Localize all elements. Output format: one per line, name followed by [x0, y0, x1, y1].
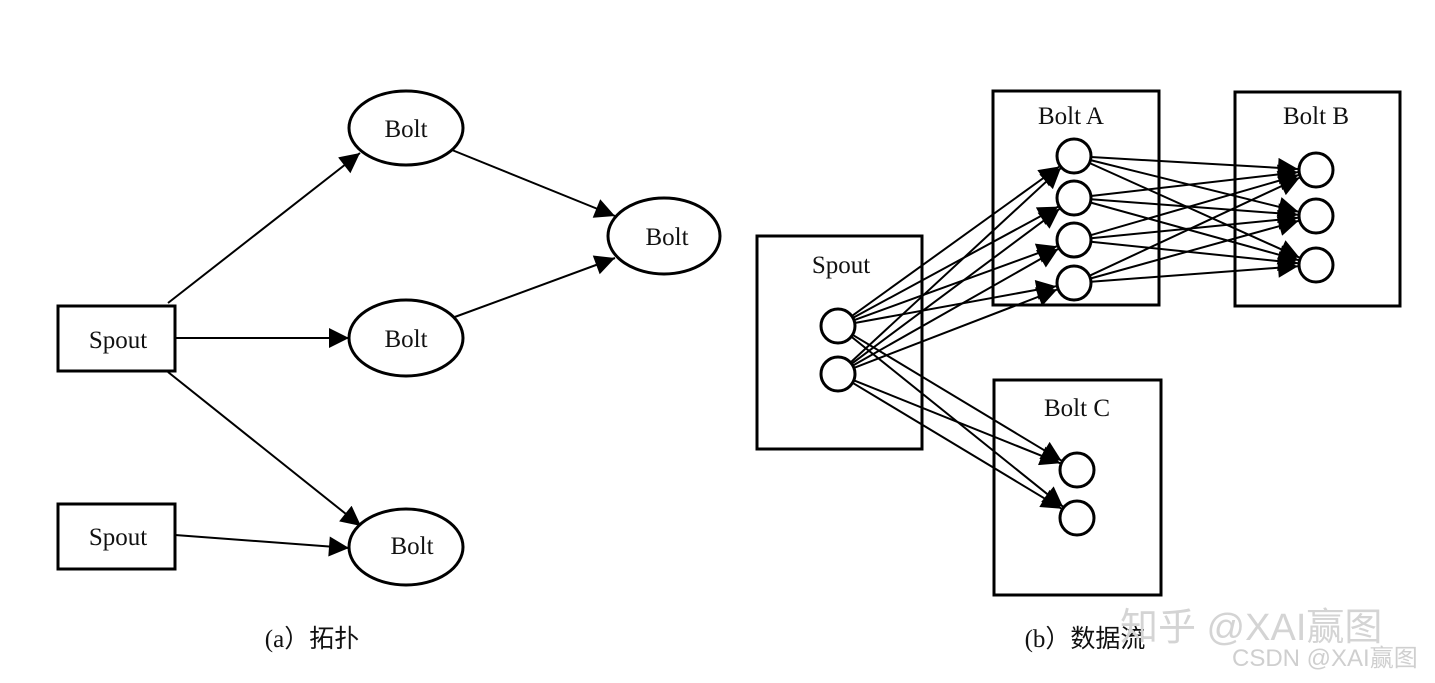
edge-bolt-a-3-to-bolt-b-1 [1090, 170, 1299, 237]
bolt-b-task-2 [1297, 197, 1335, 235]
edge-spout-2-to-bolt-a-3 [852, 248, 1059, 367]
edge-a-spout-2-to-a-bolt-bottom [174, 534, 350, 557]
edge-bolt-a-4-to-bolt-b-3 [1090, 257, 1299, 283]
edge-spout-1-to-bolt-c-1 [852, 333, 1063, 462]
a-spout-1-label: Spout [89, 327, 147, 354]
edge-bolt-a-3-to-bolt-b-2 [1090, 209, 1299, 240]
edge-bolt-a-1-to-bolt-b-2 [1090, 159, 1299, 217]
edge-bolt-a-4-to-bolt-b-2 [1090, 216, 1299, 280]
watermark-csdn: CSDN @XAI赢图 [1232, 645, 1418, 672]
a-bolt-top: Bolt [347, 89, 465, 167]
panel-b-edges [849, 156, 1301, 510]
a-bolt-right-label: Bolt [645, 224, 688, 251]
edge-a-bolt-mid-to-a-bolt-right [451, 255, 616, 319]
panel-b-caption: (b）数据流 [1025, 625, 1146, 653]
edge-bolt-a-1-to-bolt-b-3 [1089, 162, 1301, 259]
bolt-b-task-3 [1297, 246, 1335, 284]
bolt-a-task-2 [1055, 179, 1093, 217]
b-bolt-c-group-label: Bolt C [1044, 395, 1110, 422]
bolt-b-task-1 [1297, 151, 1335, 189]
edge-spout-2-to-bolt-c-2 [852, 381, 1063, 510]
a-spout-1: Spout [56, 304, 177, 373]
edge-bolt-a-3-to-bolt-b-3 [1090, 240, 1299, 272]
edge-spout-1-to-bolt-a-4 [854, 279, 1057, 324]
edge-bolt-a-1-to-bolt-b-1 [1090, 156, 1299, 178]
b-spout-group-label: Spout [812, 252, 870, 279]
a-bolt-mid: Bolt [347, 298, 465, 378]
edge-spout-1-to-bolt-a-1 [851, 165, 1060, 317]
spout-task-1 [819, 307, 857, 345]
a-bolt-top-label: Bolt [384, 116, 427, 143]
edge-a-spout-1-to-a-bolt-top [167, 152, 361, 304]
a-bolt-bottom: Bolt [347, 507, 465, 587]
edge-spout-1-to-bolt-a-2 [852, 205, 1059, 319]
edge-bolt-a-2-to-bolt-b-3 [1090, 201, 1299, 265]
bolt-a-task-4 [1055, 264, 1093, 302]
edge-bolt-a-2-to-bolt-b-2 [1090, 198, 1299, 224]
a-spout-2: Spout [56, 502, 177, 571]
b-bolt-a-group-label: Bolt A [1038, 103, 1104, 130]
edge-spout-2-to-bolt-a-1 [849, 167, 1062, 364]
panel-b-dataflow: Spout Bolt A Bolt B Bolt C (b）数据流 [755, 89, 1402, 653]
bolt-c-task-2 [1058, 499, 1096, 537]
spout-task-2 [819, 355, 857, 393]
watermark-zhihu: 知乎 @XAI赢图 [1120, 607, 1382, 649]
a-bolt-right: Bolt [606, 196, 722, 276]
bolt-a-task-1 [1055, 137, 1093, 175]
a-bolt-mid-label: Bolt [384, 326, 427, 353]
bolt-a-task-3 [1055, 221, 1093, 259]
edge-bolt-a-4-to-bolt-b-1 [1088, 176, 1301, 277]
edge-spout-1-to-bolt-a-3 [853, 243, 1058, 322]
a-bolt-bottom-label: Bolt [390, 533, 433, 560]
edge-spout-2-to-bolt-c-1 [853, 379, 1061, 466]
panel-a-caption: (a）拓扑 [265, 625, 359, 653]
b-bolt-b-group-label: Bolt B [1283, 103, 1349, 130]
panel-a-topology: Spout Spout Bolt Bolt Bolt Bolt (a）拓扑 [56, 89, 722, 653]
panel-b-tasks [819, 137, 1335, 537]
panel-a-edges [167, 149, 616, 557]
bolt-c-task-1 [1058, 451, 1096, 489]
edge-bolt-a-2-to-bolt-b-1 [1090, 164, 1299, 197]
edge-a-bolt-top-to-a-bolt-right [451, 149, 616, 218]
a-spout-2-label: Spout [89, 524, 147, 551]
edge-spout-2-to-bolt-a-2 [851, 207, 1061, 365]
edge-a-spout-1-to-a-bolt-bottom [167, 371, 362, 527]
